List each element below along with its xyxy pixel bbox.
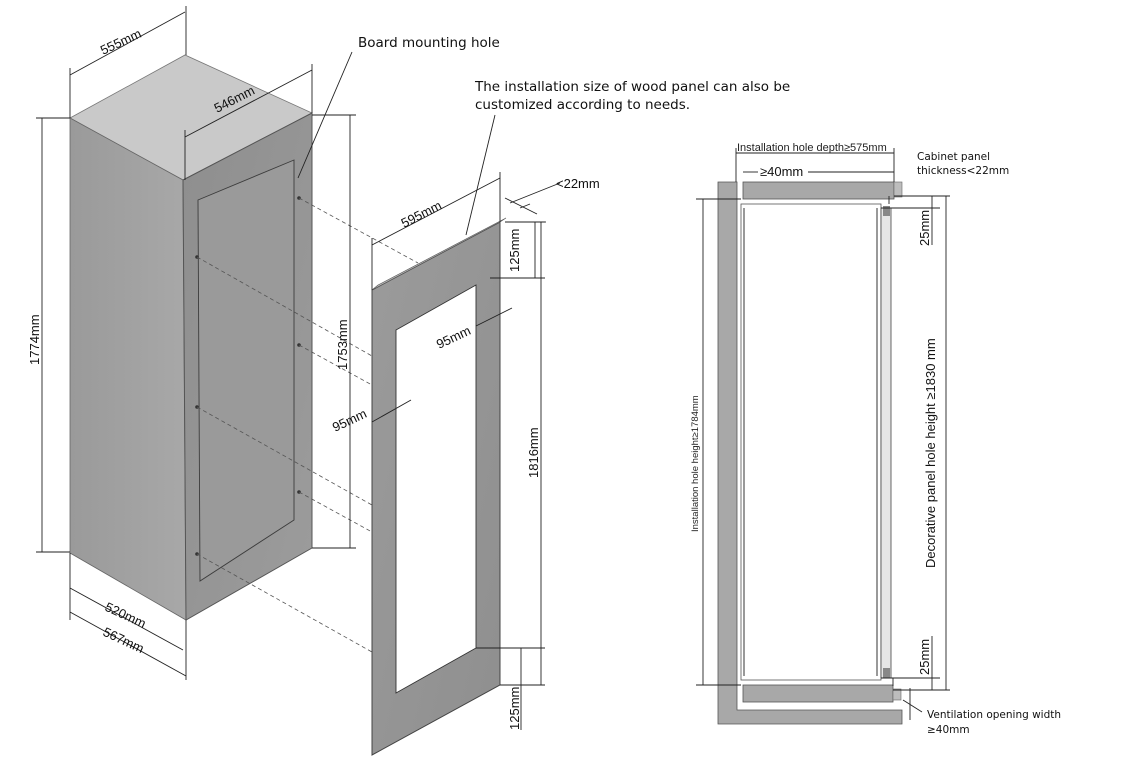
install-height-label: Installation hole height≥1784mm — [690, 395, 701, 532]
cabinet-outline — [740, 203, 882, 681]
callouts: Board mounting hole The installation siz… — [297, 35, 790, 236]
hinge-top — [883, 206, 890, 216]
dim-panel-side-frame-left: 95mm — [330, 406, 369, 435]
top-recess-block — [742, 181, 895, 200]
bottom-recess-block — [742, 684, 894, 703]
dim-cabinet-height: 1774mm — [27, 314, 42, 365]
dim-cabinet-depth: 555mm — [98, 26, 144, 58]
wood-panel — [371, 217, 507, 756]
top-panel-edge — [893, 181, 903, 198]
dim-panel-height: 1816mm — [526, 427, 541, 478]
cabinet-panel-label-line2: thickness<22mm — [917, 165, 1009, 177]
alignment-lines — [196, 197, 419, 653]
customize-note-line2: customized according to needs. — [475, 97, 690, 113]
door-panel-strip — [880, 207, 892, 679]
cabinet-panel-label-line1: Cabinet panel — [917, 151, 990, 163]
decorative-height-label: Decorative panel hole height ≥1830 mm — [923, 338, 938, 568]
panel-edge — [371, 217, 507, 291]
dim-panel-thickness: <22mm — [556, 176, 600, 191]
ventilation-label-line1: Ventilation opening width — [927, 709, 1061, 721]
top-gap-label: ≥40mm — [760, 164, 803, 179]
bottom-panel-edge — [892, 688, 902, 701]
dim-panel-width: 595mm — [399, 198, 444, 231]
side-installation-view: Installation hole depth≥575mm ≥40mm Cabi… — [690, 142, 1061, 736]
hinge-bottom — [883, 668, 890, 678]
back-wall — [717, 181, 903, 725]
dim-panel-bottom-frame: 125mm — [507, 687, 522, 730]
ventilation-label-line2: ≥40mm — [927, 724, 970, 736]
dim-panel-top-frame: 125mm — [507, 229, 522, 272]
board-mounting-hole-label: Board mounting hole — [358, 35, 500, 51]
bottom-gap-25mm: 25mm — [917, 639, 932, 675]
cabinet-unit — [69, 54, 313, 621]
door-glass — [197, 159, 295, 582]
customize-note-line1: The installation size of wood panel can … — [474, 79, 790, 95]
cabinet-side-face — [69, 117, 187, 621]
install-depth-label: Installation hole depth≥575mm — [737, 142, 887, 154]
dim-door-height: 1753mm — [335, 319, 350, 370]
panel-window — [395, 284, 477, 694]
top-gap-25mm: 25mm — [917, 210, 932, 246]
